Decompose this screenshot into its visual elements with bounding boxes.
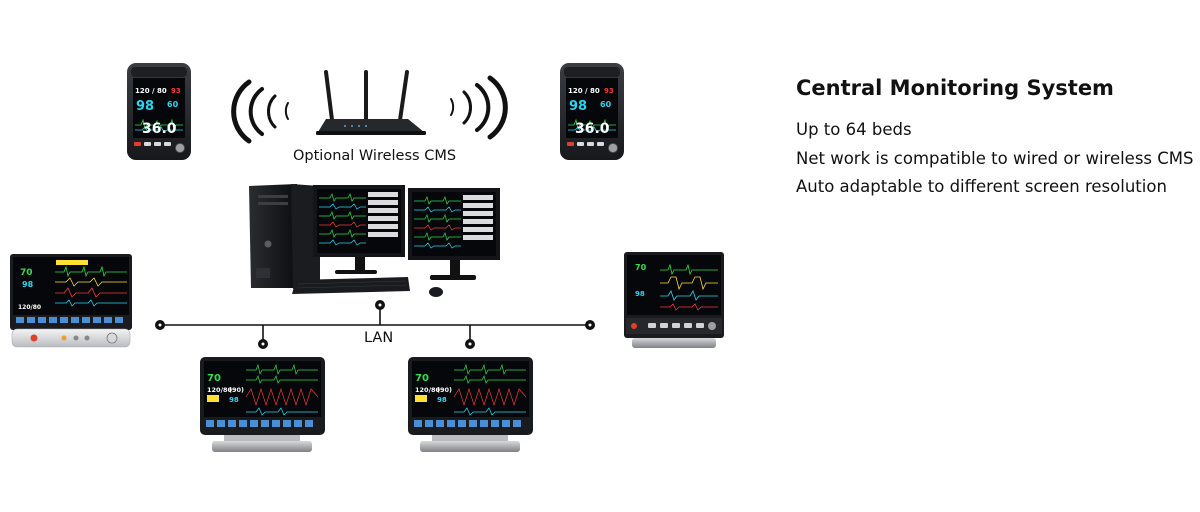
bedside-right-hr: 70 [635, 263, 647, 272]
bedside-cl-bp: 120/80 [207, 386, 232, 394]
handheld-monitor-right [560, 63, 624, 160]
handheld-right-bp: 120 / 80 [568, 87, 600, 95]
feature-item: Net work is compatible to wired or wirel… [796, 149, 1194, 168]
feature-item: Auto adaptable to different screen resol… [796, 177, 1167, 196]
handheld-left-temp: 36.0 [142, 121, 177, 137]
bedside-monitor-right [624, 252, 724, 348]
handheld-right-spo2: 98 [569, 99, 587, 114]
bedside-monitor-left [10, 254, 132, 348]
handheld-right-bp-side: 93 [604, 87, 614, 95]
handheld-left-bp: 120 / 80 [135, 87, 167, 95]
bedside-cr-spo2: 98 [437, 396, 447, 404]
bedside-cl-spo2: 98 [229, 396, 239, 404]
bedside-cl-hr: 70 [207, 373, 221, 384]
bedside-cr-bp: 120/80 [415, 386, 440, 394]
wireless-cms-label: Optional Wireless CMS [293, 148, 457, 164]
handheld-right-temp: 36.0 [575, 121, 610, 137]
handheld-monitor-left [127, 63, 191, 160]
central-workstation [249, 184, 500, 297]
bedside-left-spo2: 98 [22, 280, 34, 289]
bedside-cr-hr: 70 [415, 373, 429, 384]
handheld-right-pulse: 60 [600, 100, 612, 109]
bedside-cl-bp-mean: (90) [229, 386, 244, 394]
handheld-left-bp-side: 93 [171, 87, 181, 95]
feature-item: Up to 64 beds [796, 120, 912, 139]
wireless-signal-right-icon [450, 75, 508, 140]
bedside-monitor-center-left [200, 357, 325, 452]
wireless-signal-left-icon [231, 79, 289, 144]
bedside-monitor-center-right [408, 357, 533, 452]
lan-bus [155, 300, 595, 349]
bedside-left-bp: 120/80 [18, 304, 41, 311]
page-title: Central Monitoring System [796, 76, 1114, 100]
bedside-cr-bp-mean: (90) [437, 386, 452, 394]
bedside-left-hr: 70 [20, 268, 33, 278]
handheld-left-pulse: 60 [167, 100, 179, 109]
wireless-router [316, 70, 426, 135]
handheld-left-spo2: 98 [136, 99, 154, 114]
lan-label: LAN [364, 330, 394, 346]
bedside-right-spo2: 98 [635, 290, 645, 298]
